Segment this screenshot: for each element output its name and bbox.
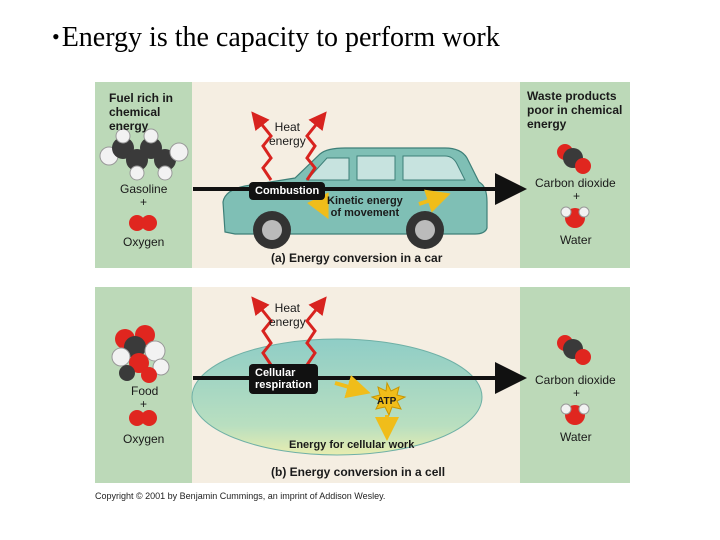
- oxygen-molecule-icon: [129, 215, 157, 231]
- food-label: Food: [131, 384, 159, 398]
- kinetic-energy-label: Kinetic energy of movement: [327, 195, 403, 219]
- caption-b: (b) Energy conversion in a cell: [271, 465, 446, 479]
- car-diagram-graphics: [99, 111, 591, 249]
- energy-to-atp-arrow: [334, 375, 371, 399]
- water-label: Water: [560, 233, 592, 247]
- copyright-notice: Copyright © 2001 by Benjamin Cummings, a…: [95, 491, 386, 501]
- water-molecule-icon: [560, 206, 590, 228]
- panel-cell: Food + Oxygen Heat energy Cellular respi…: [95, 287, 630, 483]
- cellular-work-label: Energy for cellular work: [289, 439, 415, 451]
- food-side: [95, 287, 192, 483]
- gasoline-label: Gasoline: [120, 182, 168, 196]
- gasoline-molecule-icon: [99, 128, 189, 181]
- waste-side: [520, 82, 630, 268]
- fuel-heading: Fuel rich in chemical energy: [109, 91, 174, 133]
- heat-arrow-left: [251, 296, 273, 366]
- heat-arrow-right: [305, 111, 327, 181]
- combustion-box: Combustion: [249, 182, 326, 200]
- heat-arrow-right: [305, 296, 327, 366]
- co2-label: Carbon dioxide: [535, 373, 616, 387]
- water-label: Water: [560, 430, 592, 444]
- waste-heading: Waste products poor in chemical energy: [527, 89, 623, 131]
- atp-label: ATP: [377, 396, 397, 407]
- title-text: Energy is the capacity to perform work: [61, 22, 500, 53]
- kinetic-arrow-right: [418, 189, 451, 213]
- co2-molecule-icon: [557, 335, 591, 365]
- heat-arrow-left: [251, 111, 273, 181]
- slide-title: •Energy is the capacity to perform work: [52, 22, 500, 54]
- co2-molecule-icon: [557, 144, 591, 174]
- heat-energy-label: Heat energy: [269, 301, 306, 329]
- caption-a: (a) Energy conversion in a car: [271, 251, 443, 265]
- atp-burst-icon: [370, 381, 407, 417]
- waste-side: [520, 287, 630, 483]
- plus-sign: +: [140, 195, 148, 209]
- bullet: •: [52, 24, 60, 49]
- oxygen-label: Oxygen: [123, 432, 165, 446]
- co2-label: Carbon dioxide: [535, 176, 616, 190]
- panel-car: Fuel rich in chemical energy Gasoline + …: [95, 82, 630, 268]
- oxygen-molecule-icon: [129, 410, 157, 426]
- water-molecule-icon: [560, 403, 590, 425]
- oxygen-label: Oxygen: [123, 235, 165, 249]
- cellular-respiration-box: Cellular respiration: [249, 364, 318, 394]
- heat-energy-label: Heat energy: [269, 120, 306, 148]
- food-molecule-icon: [111, 325, 170, 383]
- plus-sign: +: [573, 189, 581, 203]
- plus-sign: +: [573, 386, 581, 400]
- cell-icon: [191, 338, 483, 456]
- plus-sign: +: [140, 397, 148, 411]
